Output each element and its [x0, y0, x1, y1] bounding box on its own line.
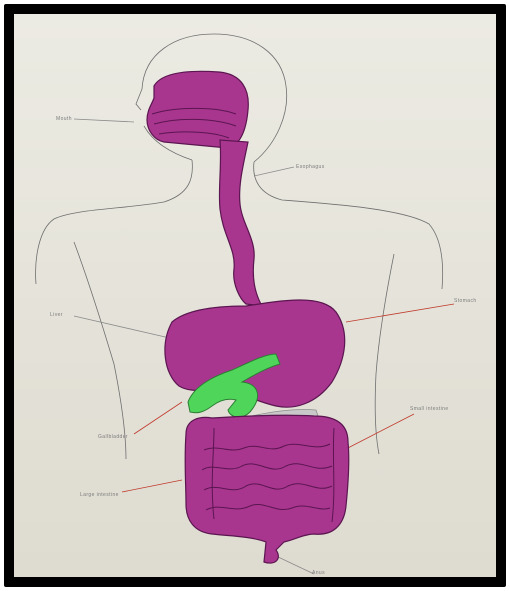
label-esophagus: Esophagus [296, 164, 325, 170]
label-large-intestine: Large intestine [80, 492, 119, 498]
photo-frame: Mouth Esophagus Stomach Liver Gallbladde… [4, 4, 506, 587]
label-stomach: Stomach [454, 298, 477, 304]
label-gallbladder: Gallbladder [98, 434, 128, 440]
mouth-cavity [147, 71, 248, 148]
digestive-system-photo: Mouth Esophagus Stomach Liver Gallbladde… [14, 14, 496, 577]
label-anus: Anus [312, 570, 325, 576]
label-small-intestine: Small intestine [410, 406, 449, 412]
label-mouth: Mouth [56, 116, 72, 122]
label-liver: Liver [50, 312, 63, 318]
